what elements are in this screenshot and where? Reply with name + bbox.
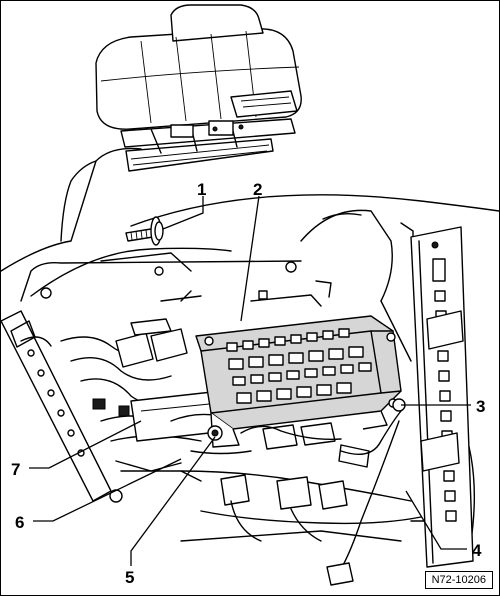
control-unit: [195, 315, 402, 448]
callout-6: 6: [15, 513, 25, 532]
wiring-harness-left: [60, 318, 207, 503]
wiring-harness-lower: [120, 398, 422, 586]
bolt-part: [125, 216, 164, 246]
callout-7: 7: [11, 460, 21, 479]
right-seat-rail: [410, 226, 474, 568]
control-unit-relay-slots: [226, 328, 372, 404]
seat-frame: [120, 118, 296, 172]
leader-7: [29, 420, 142, 469]
leader-2: [240, 195, 260, 322]
callout-3: 3: [476, 397, 486, 416]
callout-leader-lines: [29, 195, 471, 566]
reference-code: N72-10206: [424, 571, 493, 589]
callout-1: 1: [197, 180, 207, 199]
callout-2: 2: [253, 180, 263, 199]
leader-1: [162, 196, 204, 230]
leader-4: [405, 490, 467, 550]
callout-4: 4: [472, 541, 482, 560]
leader-5: [130, 436, 216, 566]
leader-6: [33, 458, 182, 522]
callout-5: 5: [125, 568, 135, 587]
seat-cushion: [95, 4, 302, 130]
